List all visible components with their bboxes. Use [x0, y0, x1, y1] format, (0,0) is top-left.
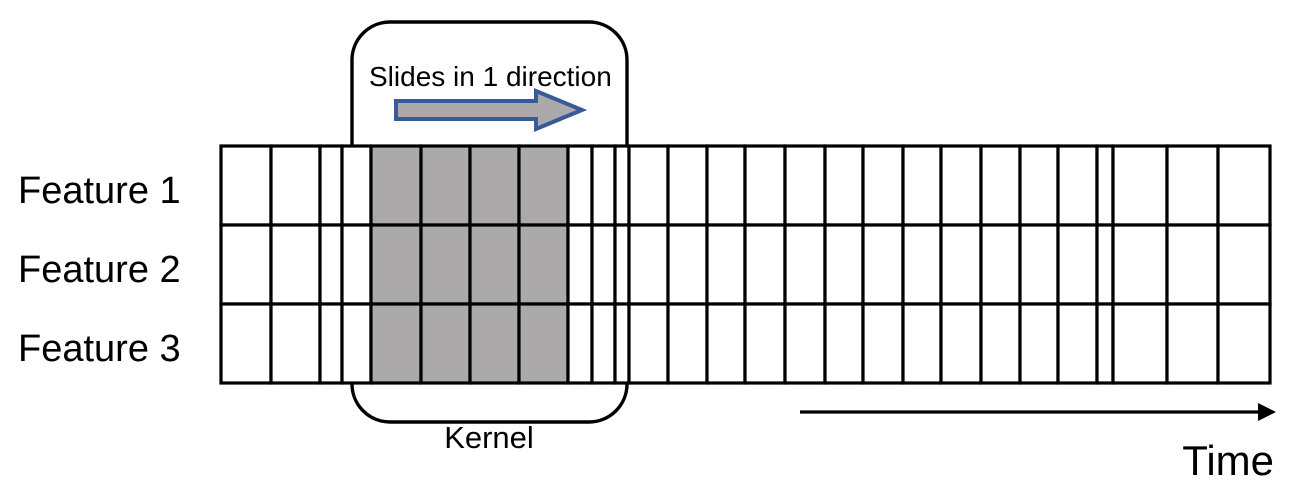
grid-cell [318, 144, 344, 227]
grid-cell [1056, 223, 1099, 306]
grid-cell [939, 223, 983, 306]
grid-cell [318, 302, 344, 385]
grid-cell [861, 223, 905, 306]
grid-cell [743, 144, 787, 227]
grid-cell [219, 302, 273, 385]
grid-cell [666, 223, 709, 306]
grid-cell [1216, 144, 1272, 227]
grid-cell [269, 302, 322, 385]
time-axis-label: Time [1182, 437, 1274, 484]
grid-cell [1018, 144, 1060, 227]
grid-cell-highlighted [468, 302, 521, 385]
grid-cell [1216, 302, 1272, 385]
row-label-feature-2: Feature 2 [18, 249, 181, 291]
grid-cell-highlighted [517, 223, 570, 306]
grid-cell [1018, 223, 1060, 306]
grid-cell [939, 302, 983, 385]
grid-cell [901, 302, 943, 385]
grid-cell [1056, 144, 1099, 227]
time-axis-arrow [800, 403, 1276, 421]
grid-cell [219, 144, 273, 227]
grid-cell [901, 223, 943, 306]
grid-cell [590, 302, 617, 385]
slide-arrow-icon [394, 88, 588, 132]
grid-cell [823, 144, 865, 227]
grid-cell [340, 302, 373, 385]
grid-cell [1056, 302, 1099, 385]
grid-cell [705, 223, 747, 306]
grid-cell-highlighted [369, 144, 423, 227]
grid-cell [613, 144, 631, 227]
grid-cell [1095, 144, 1115, 227]
grid-cell [590, 223, 617, 306]
grid-cell-highlighted [419, 302, 472, 385]
grid-cell [939, 144, 983, 227]
grid-cell-highlighted [468, 144, 521, 227]
grid-cell [783, 302, 827, 385]
row-label-feature-3: Feature 3 [18, 328, 181, 370]
time-arrowhead-icon [1258, 403, 1276, 421]
grid-cell [666, 302, 709, 385]
grid-cell [823, 223, 865, 306]
kernel-label: Kernel [444, 420, 534, 455]
grid-cell [1111, 302, 1169, 385]
grid-cell [1165, 144, 1220, 227]
grid-cell [705, 144, 747, 227]
grid-cell [705, 302, 747, 385]
slide-direction-arrow [394, 88, 588, 132]
grid-cell [340, 144, 373, 227]
grid-cell [666, 144, 709, 227]
grid-cell [627, 302, 670, 385]
grid-cell [613, 302, 631, 385]
slides-direction-label: Slides in 1 direction [369, 61, 612, 92]
grid-cell-highlighted [369, 302, 423, 385]
grid-cell [590, 144, 617, 227]
grid-cell [783, 223, 827, 306]
grid-cell [1216, 223, 1272, 306]
grid-cell [1095, 302, 1115, 385]
grid-cell [318, 223, 344, 306]
grid-cell [1165, 223, 1220, 306]
grid-cell [823, 302, 865, 385]
grid-cell [269, 144, 322, 227]
grid-cell [1165, 302, 1220, 385]
grid-cell-highlighted [369, 223, 423, 306]
feature-grid [219, 144, 1272, 385]
grid-cell-highlighted [419, 144, 472, 227]
grid-cell-highlighted [468, 223, 521, 306]
grid-cell [340, 223, 373, 306]
grid-cell-highlighted [517, 144, 570, 227]
grid-cell [979, 144, 1022, 227]
grid-cell-highlighted [517, 302, 570, 385]
grid-cell [1111, 223, 1169, 306]
grid-cell-highlighted [419, 223, 472, 306]
grid-cell [566, 223, 594, 306]
grid-cell [783, 144, 827, 227]
grid-cell [861, 144, 905, 227]
grid-cell [1111, 144, 1169, 227]
grid-cell [743, 302, 787, 385]
grid-cell [219, 223, 273, 306]
grid-cell [861, 302, 905, 385]
grid-cell [627, 144, 670, 227]
grid-cell [979, 302, 1022, 385]
grid-cell [613, 223, 631, 306]
grid-cell [1095, 223, 1115, 306]
grid-cell [901, 144, 943, 227]
grid-cell [1018, 302, 1060, 385]
grid-cell [743, 223, 787, 306]
grid-cell [627, 223, 670, 306]
grid-cell [269, 223, 322, 306]
row-label-feature-1: Feature 1 [18, 170, 181, 212]
grid-cell [979, 223, 1022, 306]
grid-cell [566, 302, 594, 385]
grid-cell [566, 144, 594, 227]
